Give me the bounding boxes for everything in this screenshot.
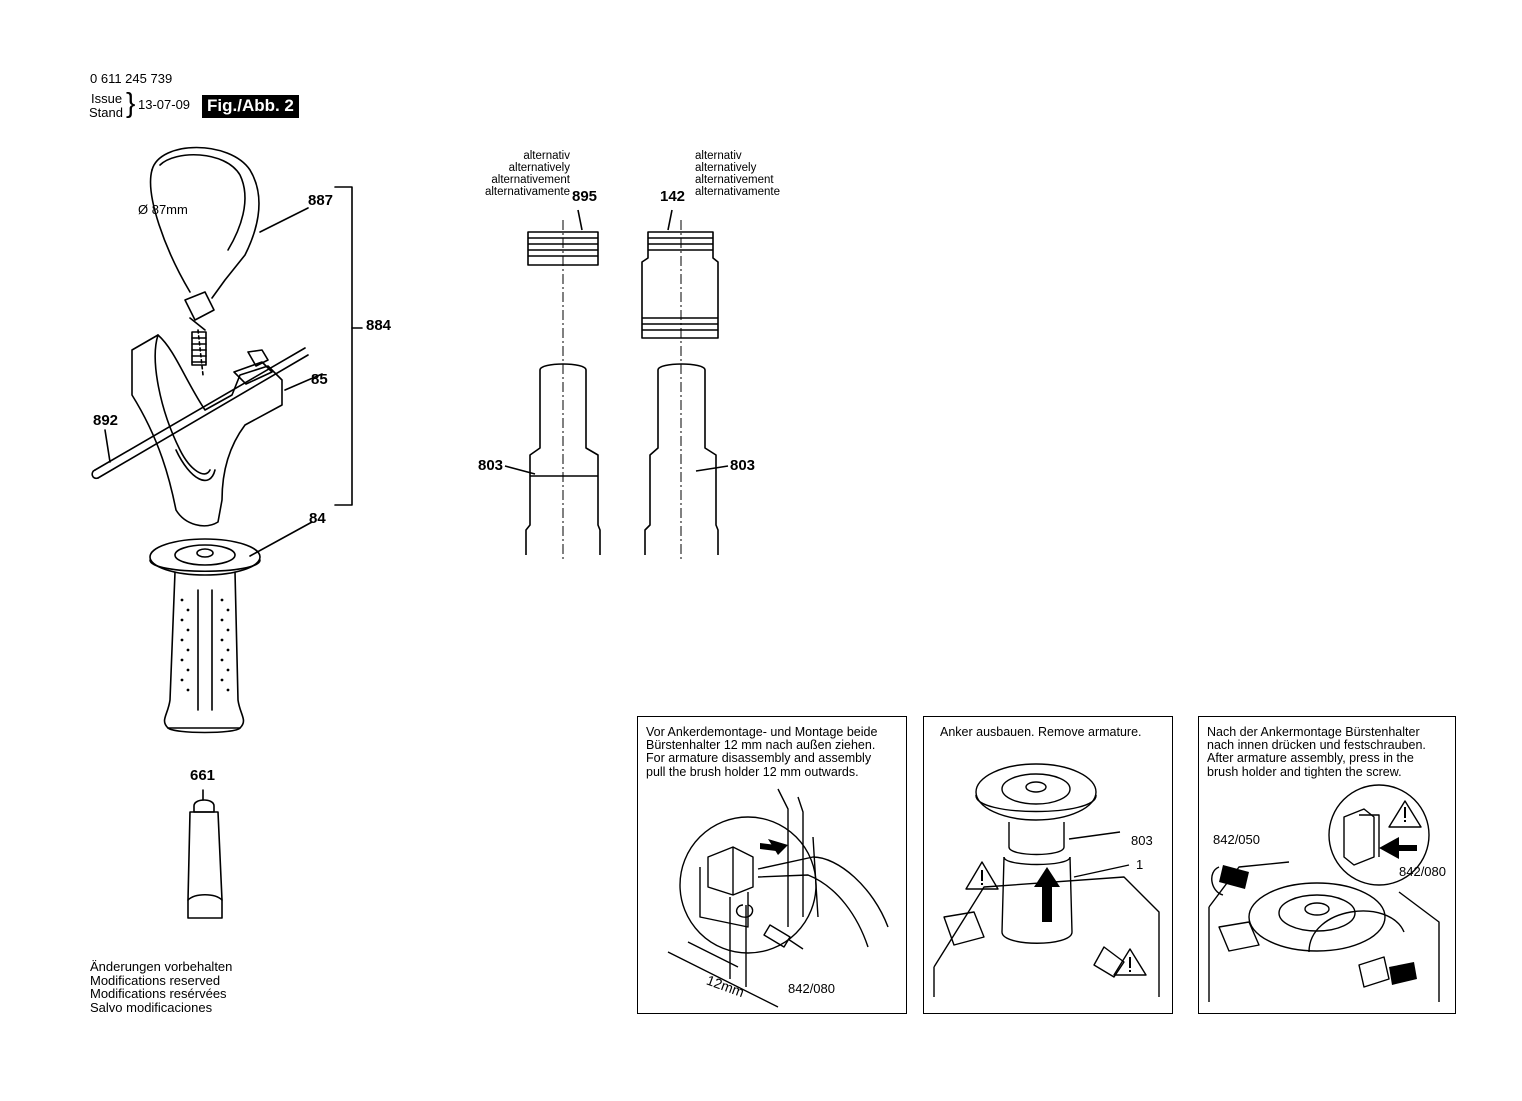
modifications-line-es: Salvo modificaciones — [90, 999, 213, 1015]
instruction-panel-disassembly: Vor Ankerdemontage- und Montage beide Bü… — [637, 716, 907, 1014]
alt-right-fr: alternativement — [695, 174, 774, 186]
panel1-line: Bürstenhalter 12 mm nach außen ziehen. — [646, 738, 876, 753]
diameter-label: Ø 87mm — [138, 202, 188, 217]
panel1-line: For armature disassembly and assembly — [646, 751, 872, 766]
panel2-text: Anker ausbauen. Remove armature. — [940, 725, 1142, 739]
alt-right-de: alternativ — [695, 150, 742, 162]
part-label-884: 884 — [366, 317, 392, 334]
panel3-text: Nach der Ankermontage Bürstenhalter nach… — [1207, 725, 1426, 779]
stand-label: Stand — [89, 105, 123, 120]
alt-right-es: alternativamente — [695, 186, 781, 198]
instruction-panel-remove-armature: Anker ausbauen. Remove armature. 803 1 — [923, 716, 1173, 1014]
alt-right-en: alternatively — [695, 162, 757, 174]
modifications-line-fr: Modifications resérvées — [90, 986, 227, 1001]
panel3-part-842-050: 842/050 — [1213, 832, 1260, 847]
panel2-line: Anker ausbauen. Remove armature. — [940, 725, 1142, 739]
alt-left-es: alternativamente — [484, 186, 570, 198]
modifications-line-en: Modifications reserved — [90, 972, 221, 988]
part-label-895: 895 — [572, 188, 598, 205]
part-label-803-left: 803 — [478, 457, 504, 474]
panel1-line: pull the brush holder 12 mm outwards. — [646, 764, 859, 779]
panel3-line: nach innen drücken und festschrauben. — [1207, 738, 1426, 753]
part-label-887: 887 — [308, 192, 334, 209]
part-label-892: 892 — [93, 412, 119, 429]
figure-label: Fig./Abb. 2 — [202, 95, 299, 118]
armature-removal-illustration — [933, 763, 1160, 997]
part-label-84: 84 — [309, 510, 326, 527]
panel1-part-842-080: 842/080 — [788, 981, 835, 996]
panel3-line: After armature assembly, press in the — [1207, 751, 1414, 766]
part-label-142: 142 — [660, 188, 686, 205]
panel2-part-803: 803 — [1131, 833, 1153, 848]
modifications-note: Änderungen vorbehalten Modifications res… — [90, 960, 232, 1014]
brush-holder-pull-illustration — [667, 788, 889, 1008]
panel1-line: Vor Ankerdemontage- und Montage beide — [646, 725, 878, 739]
part-label-661: 661 — [190, 767, 216, 784]
panel1-text: Vor Ankerdemontage- und Montage beide Bü… — [646, 725, 878, 779]
alternatives-right: alternativ alternatively alternativement… — [695, 150, 780, 198]
issue-label: Issue — [91, 91, 123, 106]
alt-left-fr: alternativement — [491, 174, 570, 186]
alt-left-en: alternatively — [508, 162, 570, 174]
alt-left-de: alternativ — [523, 150, 570, 162]
part-label-803-right: 803 — [730, 457, 756, 474]
document-number: 0 611 245 739 — [90, 71, 173, 86]
alternatives-left: alternativ alternatively alternativement… — [440, 150, 570, 198]
brace: } — [126, 87, 136, 118]
panel2-part-1: 1 — [1136, 857, 1144, 872]
panel3-line: Nach der Ankermontage Bürstenhalter — [1207, 725, 1420, 739]
issue-date: 13-07-09 — [138, 97, 191, 112]
instruction-panel-assembly: Nach der Ankermontage Bürstenhalter nach… — [1198, 716, 1456, 1014]
panel3-line: brush holder and tighten the screw. — [1207, 764, 1402, 779]
part-label-85: 85 — [311, 371, 328, 388]
brush-holder-press-illustration — [1208, 784, 1440, 1002]
modifications-line-de: Änderungen vorbehalten — [90, 959, 233, 974]
panel3-part-842-080: 842/080 — [1399, 864, 1446, 879]
